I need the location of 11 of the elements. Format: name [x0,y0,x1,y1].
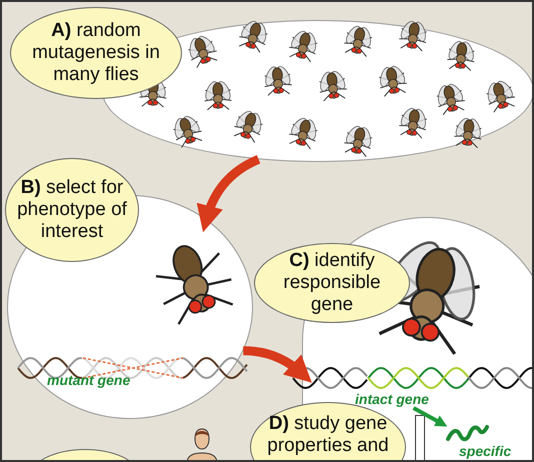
gene-label: intact gene [355,391,429,407]
gene-label: mutant gene [47,372,130,388]
step-text: A) random mutagenesis in many flies [31,20,161,86]
arrow [197,155,260,232]
step-text: C) identify responsible gene [282,250,382,316]
step-text: D) study gene properties and [266,413,390,457]
protein-label: specific [459,443,512,459]
step-text: B) select for phenotype of interest [16,177,128,243]
arrow [412,406,448,426]
label-bubble [254,243,410,323]
arrow [243,346,312,382]
